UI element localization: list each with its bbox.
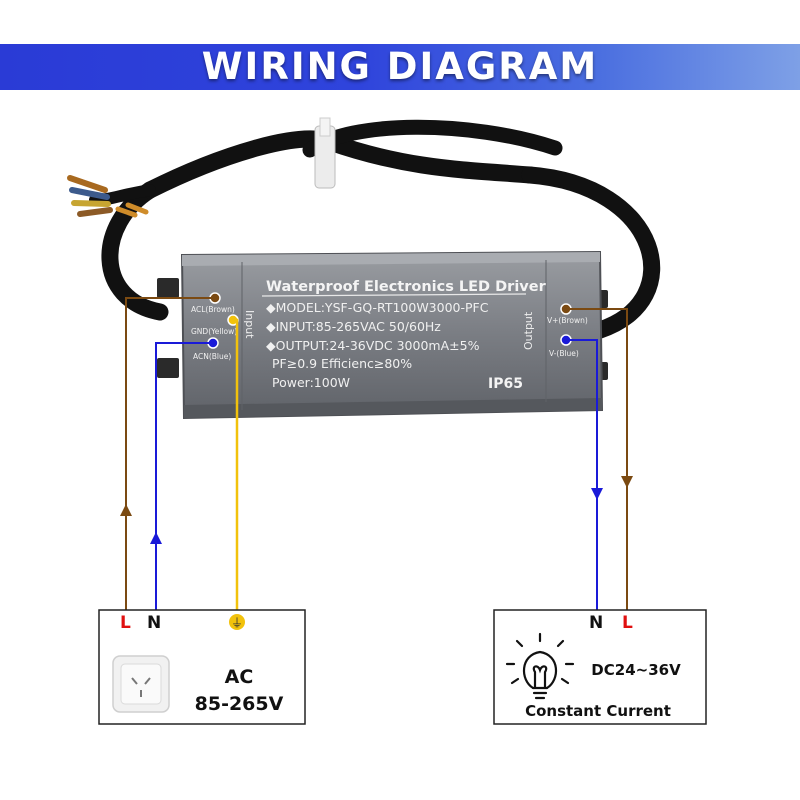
ac-label-l: L <box>120 613 131 633</box>
ground-icon: ⏚ <box>231 616 243 630</box>
driver-input-spec: ◆INPUT:85-265VAC 50/60Hz <box>266 319 441 334</box>
light-bulb-icon <box>505 632 575 700</box>
cable-tie <box>314 117 336 189</box>
load-label-l: L <box>622 613 633 633</box>
load-label-n: N <box>589 613 603 633</box>
ground-marker <box>229 614 245 630</box>
arrow-live-up <box>120 504 132 516</box>
wire-neutral-blue <box>155 342 213 612</box>
wall-socket-icon <box>112 655 170 713</box>
ac-text-line1: AC <box>225 666 254 688</box>
title-banner <box>0 44 800 90</box>
driver-model: ◆MODEL:YSF-GQ-RT100W3000-PFC <box>266 300 489 315</box>
ac-text-line2: 85-265V <box>195 693 284 715</box>
output-wires <box>566 308 628 612</box>
terminal-label-acl: ACL(Brown) <box>191 305 235 314</box>
arrow-neutral-up <box>150 532 162 544</box>
load-voltage: DC24~36V <box>591 661 681 679</box>
output-side-label: Output <box>522 311 535 350</box>
driver-efficiency: PF≥0.9 Efficienc≥80% <box>272 356 412 371</box>
ac-label-n: N <box>147 613 161 633</box>
arrow-vminus-down <box>591 488 603 500</box>
wire-ends <box>67 175 149 218</box>
terminal-label-vminus: V-(Blue) <box>549 349 579 358</box>
terminal-label-gnd: GND(Yellow) <box>191 327 237 336</box>
driver-heading: Waterproof Electronics LED Driver <box>266 279 547 295</box>
terminal-label-vplus: V+(Brown) <box>547 316 588 325</box>
load-mode: Constant Current <box>525 702 671 720</box>
wire-vminus-blue <box>566 339 598 612</box>
terminal-label-acn: ACN(Blue) <box>193 352 231 361</box>
wire-ground-yellow <box>233 318 239 612</box>
driver-power: Power:100W <box>272 375 350 390</box>
page-title: WIRING DIAGRAM <box>201 45 599 88</box>
led-driver <box>180 250 604 420</box>
ip-rating: IP65 <box>488 376 523 392</box>
input-side-label: Input <box>243 310 256 339</box>
led-load-box <box>493 609 707 725</box>
wire-vplus-brown <box>566 308 628 612</box>
arrow-vplus-down <box>621 476 633 488</box>
driver-output-spec: ◆OUTPUT:24-36VDC 3000mA±5% <box>266 338 480 353</box>
